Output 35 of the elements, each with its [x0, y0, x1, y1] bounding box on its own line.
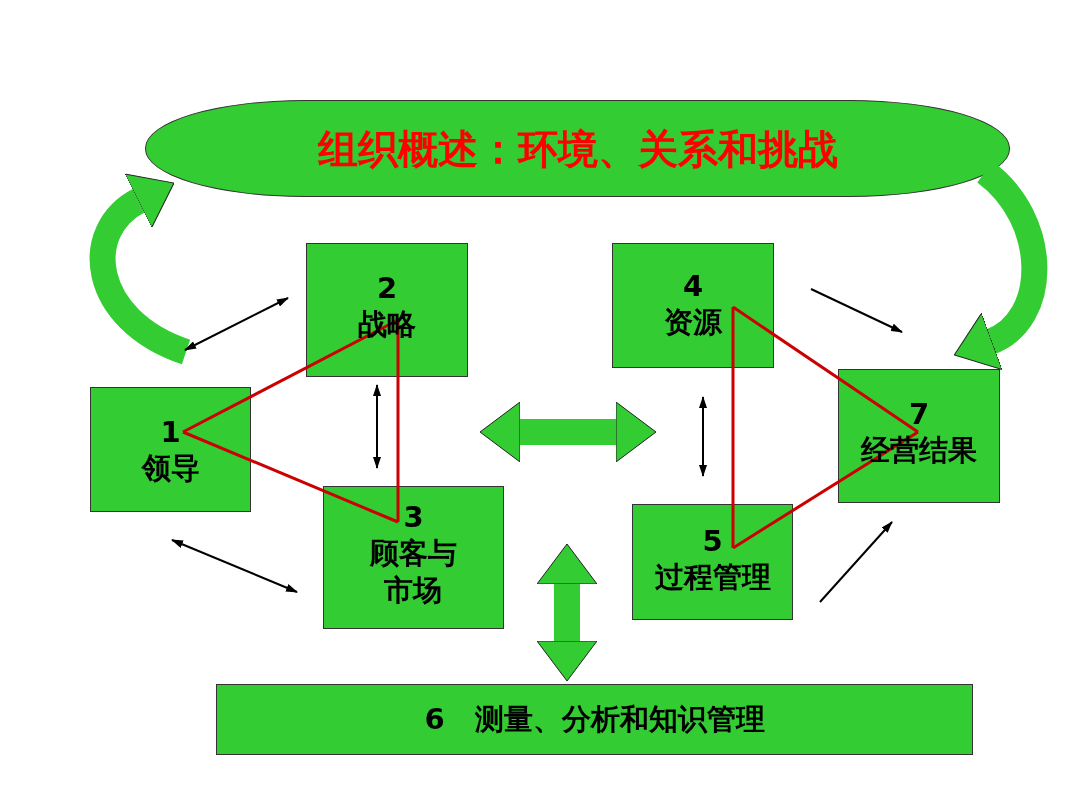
process-box: [838, 369, 1000, 503]
process-box: [90, 387, 251, 512]
section-number: 1: [159, 414, 182, 451]
section-label: 领导: [140, 450, 201, 487]
process-box: [612, 243, 774, 368]
connector-line: [182, 430, 399, 524]
arrow: [184, 297, 289, 351]
connector-line: [396, 320, 400, 522]
section-number: 5: [701, 523, 724, 560]
process-box: [306, 243, 468, 377]
arrow: [373, 384, 381, 469]
section-number: 7: [907, 396, 931, 433]
section-label: 资源: [663, 304, 723, 341]
connector-line: [731, 307, 735, 548]
process-bar: [216, 684, 973, 755]
section-label: 顾客与市场: [368, 535, 458, 608]
process-box: [323, 486, 504, 629]
section-number: 4: [681, 268, 705, 305]
section-number: 3: [402, 499, 425, 536]
section-number: 6: [424, 701, 445, 738]
connector-line: [732, 430, 919, 550]
block-arrow: [479, 401, 657, 463]
section-label: 经营结果: [859, 432, 978, 469]
section-label: 测量、分析和知识管理: [474, 701, 765, 738]
block-arrow: [536, 543, 598, 682]
arrow: [810, 288, 903, 333]
arrow: [171, 539, 298, 593]
section-number: 2: [375, 270, 399, 307]
block-arrow: [89, 175, 191, 365]
section-label: 过程管理: [653, 559, 772, 596]
arrow: [819, 521, 893, 603]
process-box: [632, 504, 793, 620]
connector-line: [732, 305, 919, 434]
arrow: [699, 396, 707, 477]
title-text: 组织概述：环境、关系和挑战: [317, 124, 838, 174]
